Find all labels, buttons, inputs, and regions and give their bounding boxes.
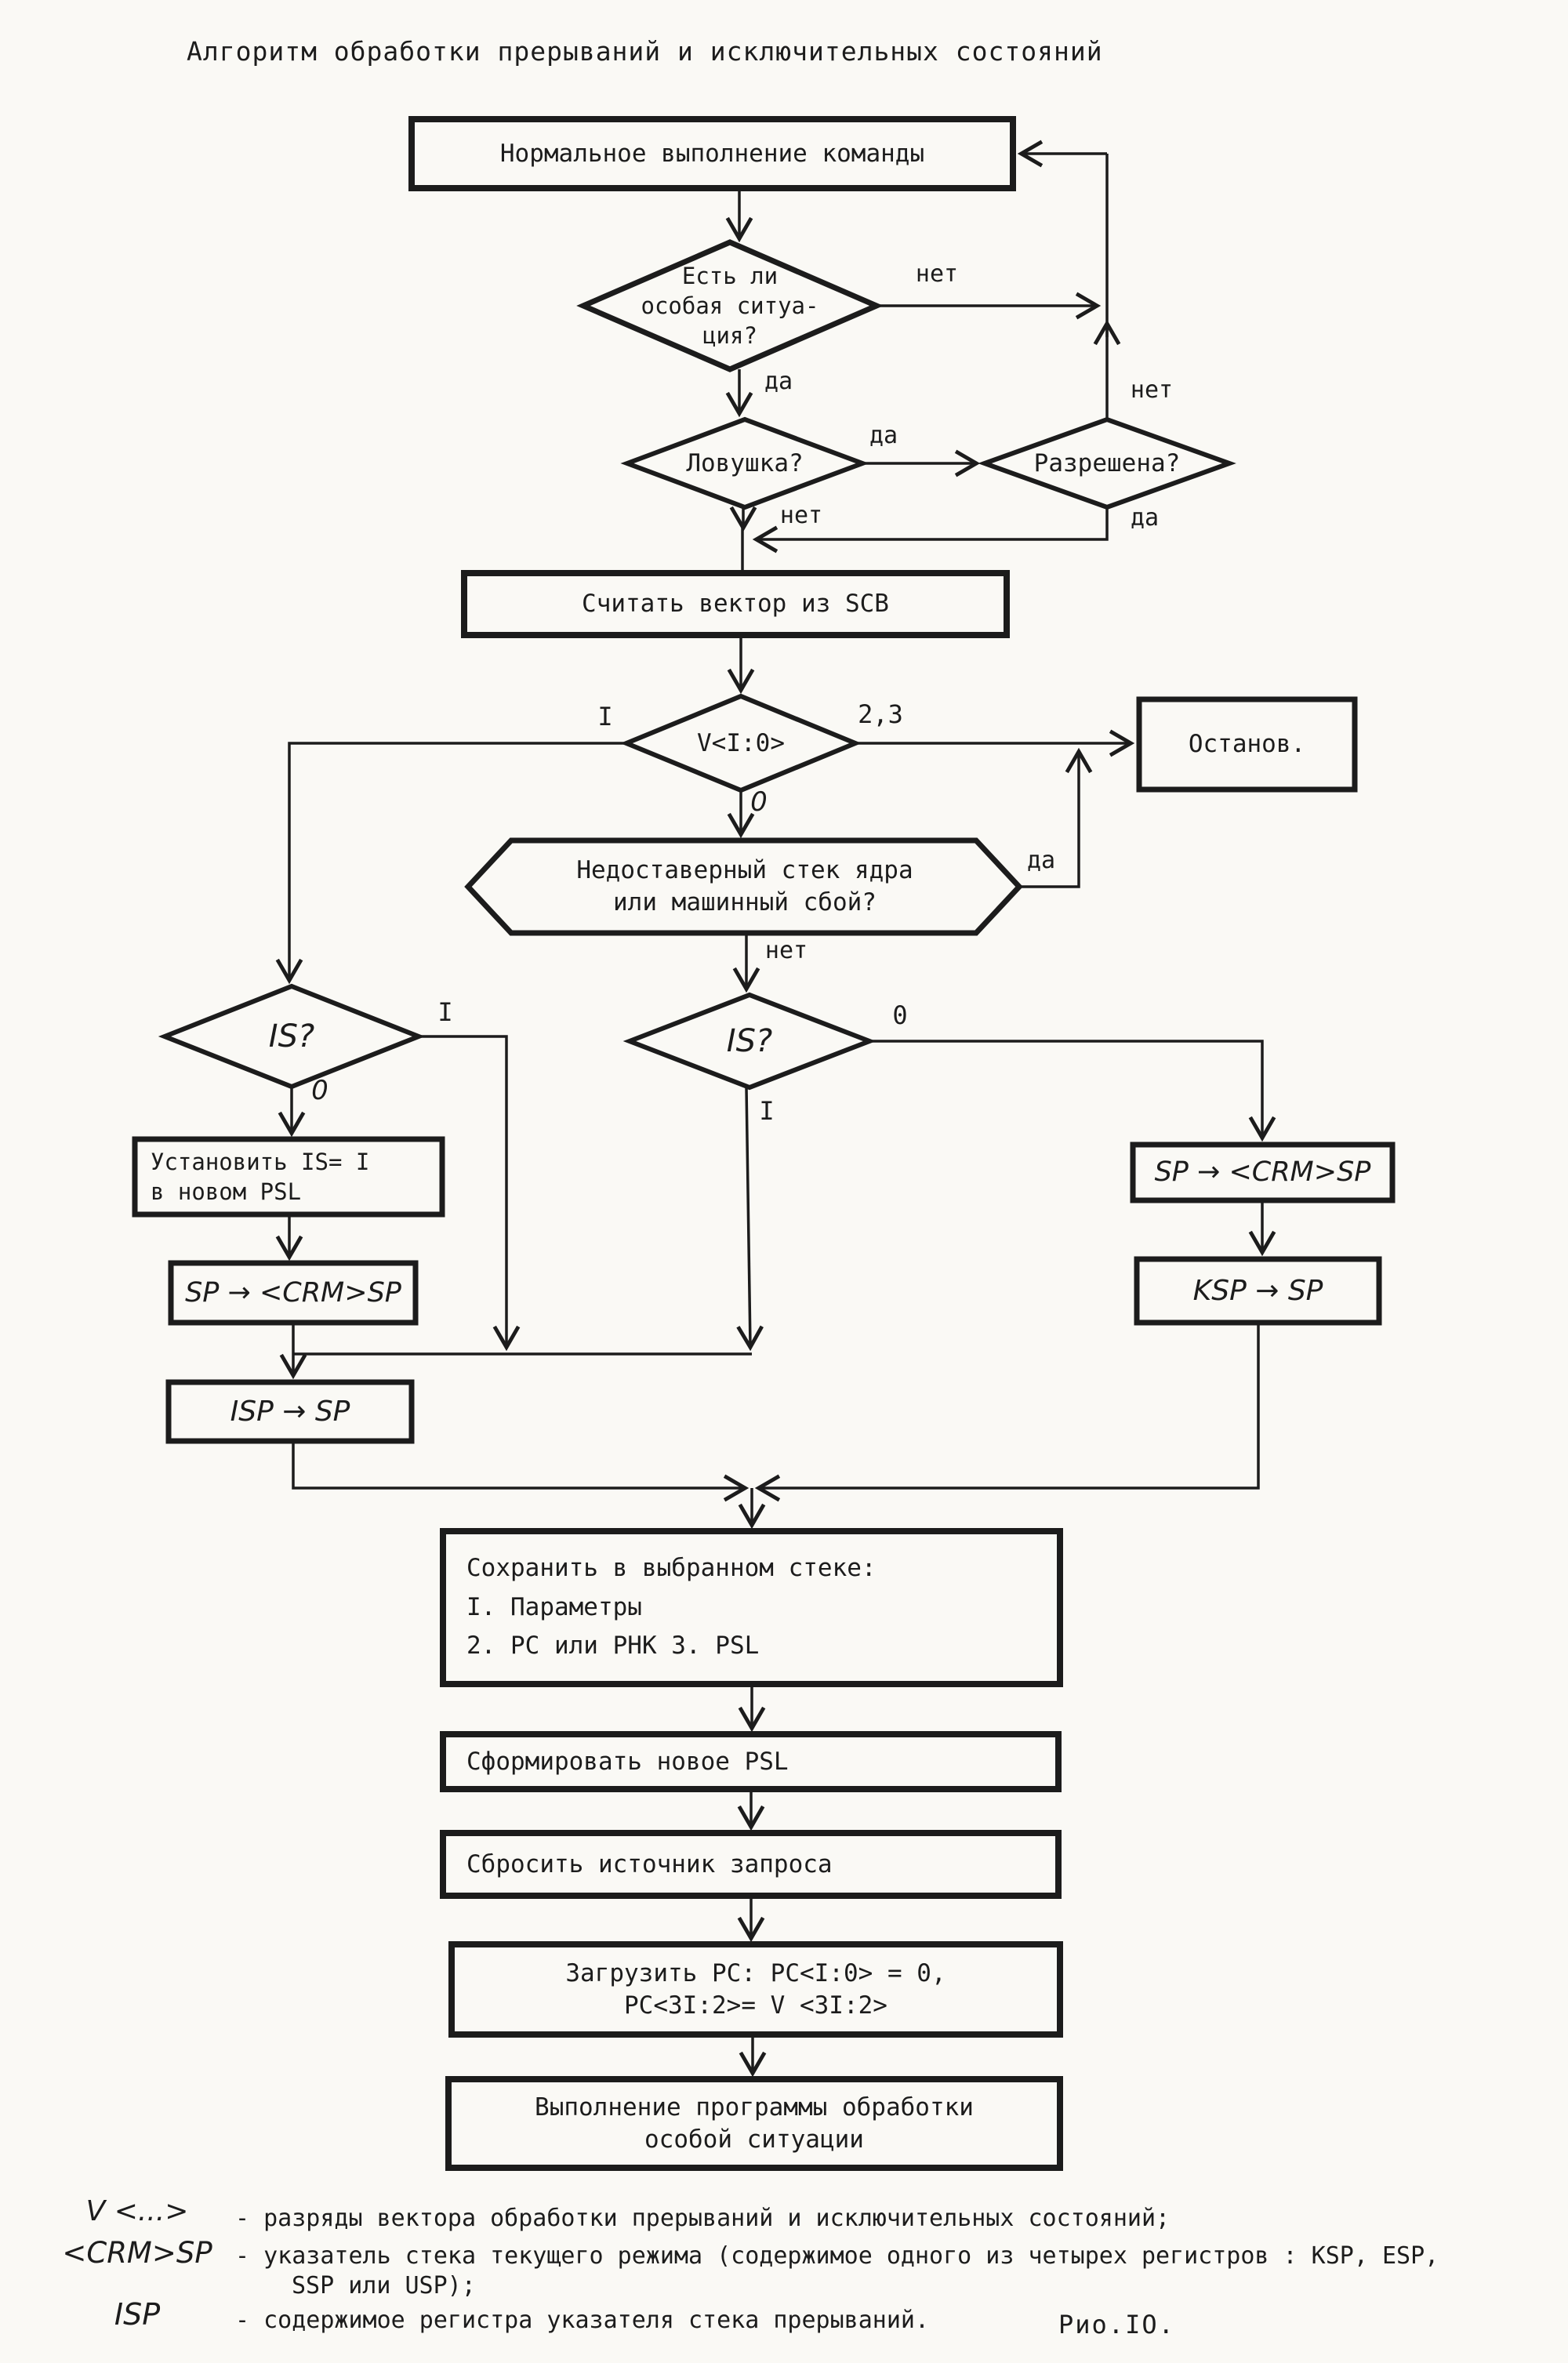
edge-label-kernel-no: нет [764,937,808,964]
v-field-label: V<I:0> [697,728,785,757]
edge-v-1 [275,742,626,985]
edge-label-v-1: I [597,702,613,731]
edge-label-isright-0: 0 [892,1000,908,1030]
is-left-diamond [158,983,426,1090]
normal-execution-box [408,116,1016,191]
trap-diamond [620,416,869,510]
load-pc-label: Загрузить PC: PC<I:0> = 0, PC<3I:2>= V <… [565,1958,946,2020]
edge-label-isleft-1: I [437,997,453,1027]
form-psl-label: Сформировать новое PSL [466,1747,789,1776]
load-pc-box [448,1941,1063,2038]
run-handler-box [445,2076,1063,2171]
is-left-label: IS? [268,1018,315,1054]
edge-ksp-merge [754,1323,1260,1502]
edge-isright-1 [736,1087,764,1352]
save-stack-label: Сохранить в выбранном стеке: I. Параметр… [466,1554,877,1661]
flowchart-shapes [132,116,1396,2171]
halt-box [1136,696,1358,793]
edge-label-kernel-yes: да [1026,847,1056,874]
clear-source-label: Сбросить источник запроса [466,1849,833,1878]
edge-label-isleft-0: 0 [311,1075,328,1106]
edge-kernel-yes [1019,747,1093,888]
enabled-label: Разрешена? [1033,448,1181,477]
legend-symbol-isp: ISP [114,2297,161,2332]
edge-label-trap-yes: да [869,422,898,449]
legend-symbol-v: V <...> [85,2195,189,2227]
edge-label-trap-no: нет [779,502,823,529]
enabled-diamond [978,416,1236,510]
clear-source-box [440,1830,1062,1899]
page-title: Алгоритм обработки прерываний и исключит… [187,36,1103,67]
edge-enabled-yes [752,507,1109,554]
run-handler-label: Выполнение программы обработки особой си… [535,2093,974,2154]
read-vector-box [461,570,1010,638]
halt-label: Останов. [1188,730,1306,759]
edge-label-exception-no: нет [915,260,959,288]
trap-label: Ловушка? [686,448,804,477]
edge-isleft-1 [419,1035,521,1352]
sp-crm-right-label: SP → <CRM>SP [1154,1156,1371,1189]
legend-text-v: - разряды вектора обработки прерываний и… [235,2205,1171,2232]
exception-diamond [576,239,884,372]
normal-execution-label: Нормальное выполнение команды [499,139,925,168]
set-is-label: Установить IS= I в новом PSL [151,1148,370,1205]
legend-text-crmsp: - указатель стека текущего режима (содер… [235,2242,1439,2270]
edge-label-exception-yes: да [764,368,793,395]
read-vector-label: Считать вектор из SCB [582,590,889,619]
isp-sp-box [165,1379,415,1444]
kernel-stack-label: Недоставерный стек ядра или машинный сбо… [576,856,913,917]
ksp-sp-label: KSP → SP [1192,1274,1323,1307]
set-is-box [132,1136,445,1218]
ksp-sp-box [1134,1256,1382,1326]
sp-crm-left-box [168,1260,419,1326]
flowchart-connectors [275,140,1276,2078]
is-right-diamond [622,992,877,1091]
figure-caption: Рио.IO. [1058,2310,1175,2339]
form-psl-box [440,1731,1062,1792]
is-right-label: IS? [726,1022,773,1059]
kernel-stack-hexagon [464,837,1023,936]
legend-text-crmsp-2: SSP или USP); [292,2272,476,2299]
sp-crm-right-box [1130,1142,1396,1203]
legend-symbol-crmsp: <CRM>SP [62,2236,212,2270]
isp-sp-label: ISP → SP [230,1395,350,1428]
save-stack-box [440,1528,1063,1687]
edge-isright-0 [869,1040,1276,1142]
edge-label-v-0: 0 [750,786,768,818]
v-field-diamond [620,693,862,793]
edge-label-v-23: 2,3 [858,699,903,729]
edge-label-enabled-no: нет [1130,376,1174,404]
exception-label: Есть ли особая ситуа- ция? [641,262,819,350]
edge-isp-merge [292,1441,750,1502]
edge-label-isright-1: I [759,1096,775,1126]
edge-label-enabled-yes: да [1130,504,1160,532]
legend-text-isp: - содержимое регистра указателя стека пр… [235,2307,930,2334]
sp-crm-left-label: SP → <CRM>SP [185,1276,401,1309]
